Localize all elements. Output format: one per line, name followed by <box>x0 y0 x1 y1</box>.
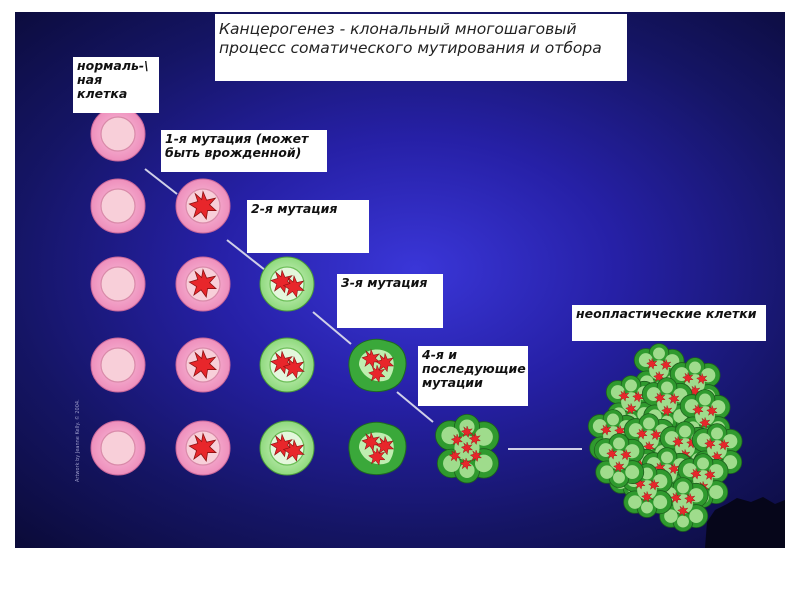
normal-cells-column <box>90 106 146 476</box>
mutated-cell-2 <box>259 256 315 312</box>
connector-line-2 <box>226 239 266 271</box>
normal-cell <box>90 420 146 476</box>
label-neoplastic-cells: неопластические клетки <box>572 305 766 341</box>
normal-cell <box>90 337 146 393</box>
normal-cell <box>90 178 146 234</box>
label-mutation-2: 2-я мутация <box>247 200 369 253</box>
connector-line-3 <box>312 311 352 345</box>
mutated-cell-2 <box>259 420 315 476</box>
progression-lines <box>144 168 582 450</box>
connector-line-4 <box>396 391 434 423</box>
mutation1-cells-column <box>175 178 231 476</box>
neoplastic-cluster <box>587 343 743 532</box>
artwork-credit: Artwork by Jeanne Kelly. © 2004. <box>75 399 81 482</box>
mutation2-cells-column <box>259 256 315 476</box>
label-mutation-1: 1-я мутация (может быть врожденной) <box>161 130 327 172</box>
mutation4-cell <box>435 413 500 484</box>
mutation3-cells-column <box>348 338 407 476</box>
normal-cell <box>90 256 146 312</box>
slide-title: Канцерогенез - клональный многошаговый п… <box>215 14 627 81</box>
mutated-cell-3 <box>348 421 407 476</box>
normal-cell <box>90 106 146 162</box>
label-mutation-3: 3-я мутация <box>337 274 443 328</box>
foliage-silhouette <box>705 497 785 548</box>
mutated-cell-1 <box>175 256 231 312</box>
label-normal-cell: нормаль-\ ная клетка <box>73 57 159 113</box>
mutated-cell-1 <box>175 420 231 476</box>
mutated-cell-4 <box>435 413 500 484</box>
diagram-canvas <box>90 106 785 548</box>
mutated-cell-1 <box>175 178 231 234</box>
connector-line-1 <box>144 168 178 195</box>
mutated-cell-3 <box>348 338 407 393</box>
slide: Канцерогенез - клональный многошаговый п… <box>15 12 785 548</box>
mutated-cell-2 <box>259 337 315 393</box>
neoplastic-cell <box>593 433 645 488</box>
mutated-cell-1 <box>175 337 231 393</box>
label-mutation-4: 4-я и последующие мутации <box>418 346 528 406</box>
